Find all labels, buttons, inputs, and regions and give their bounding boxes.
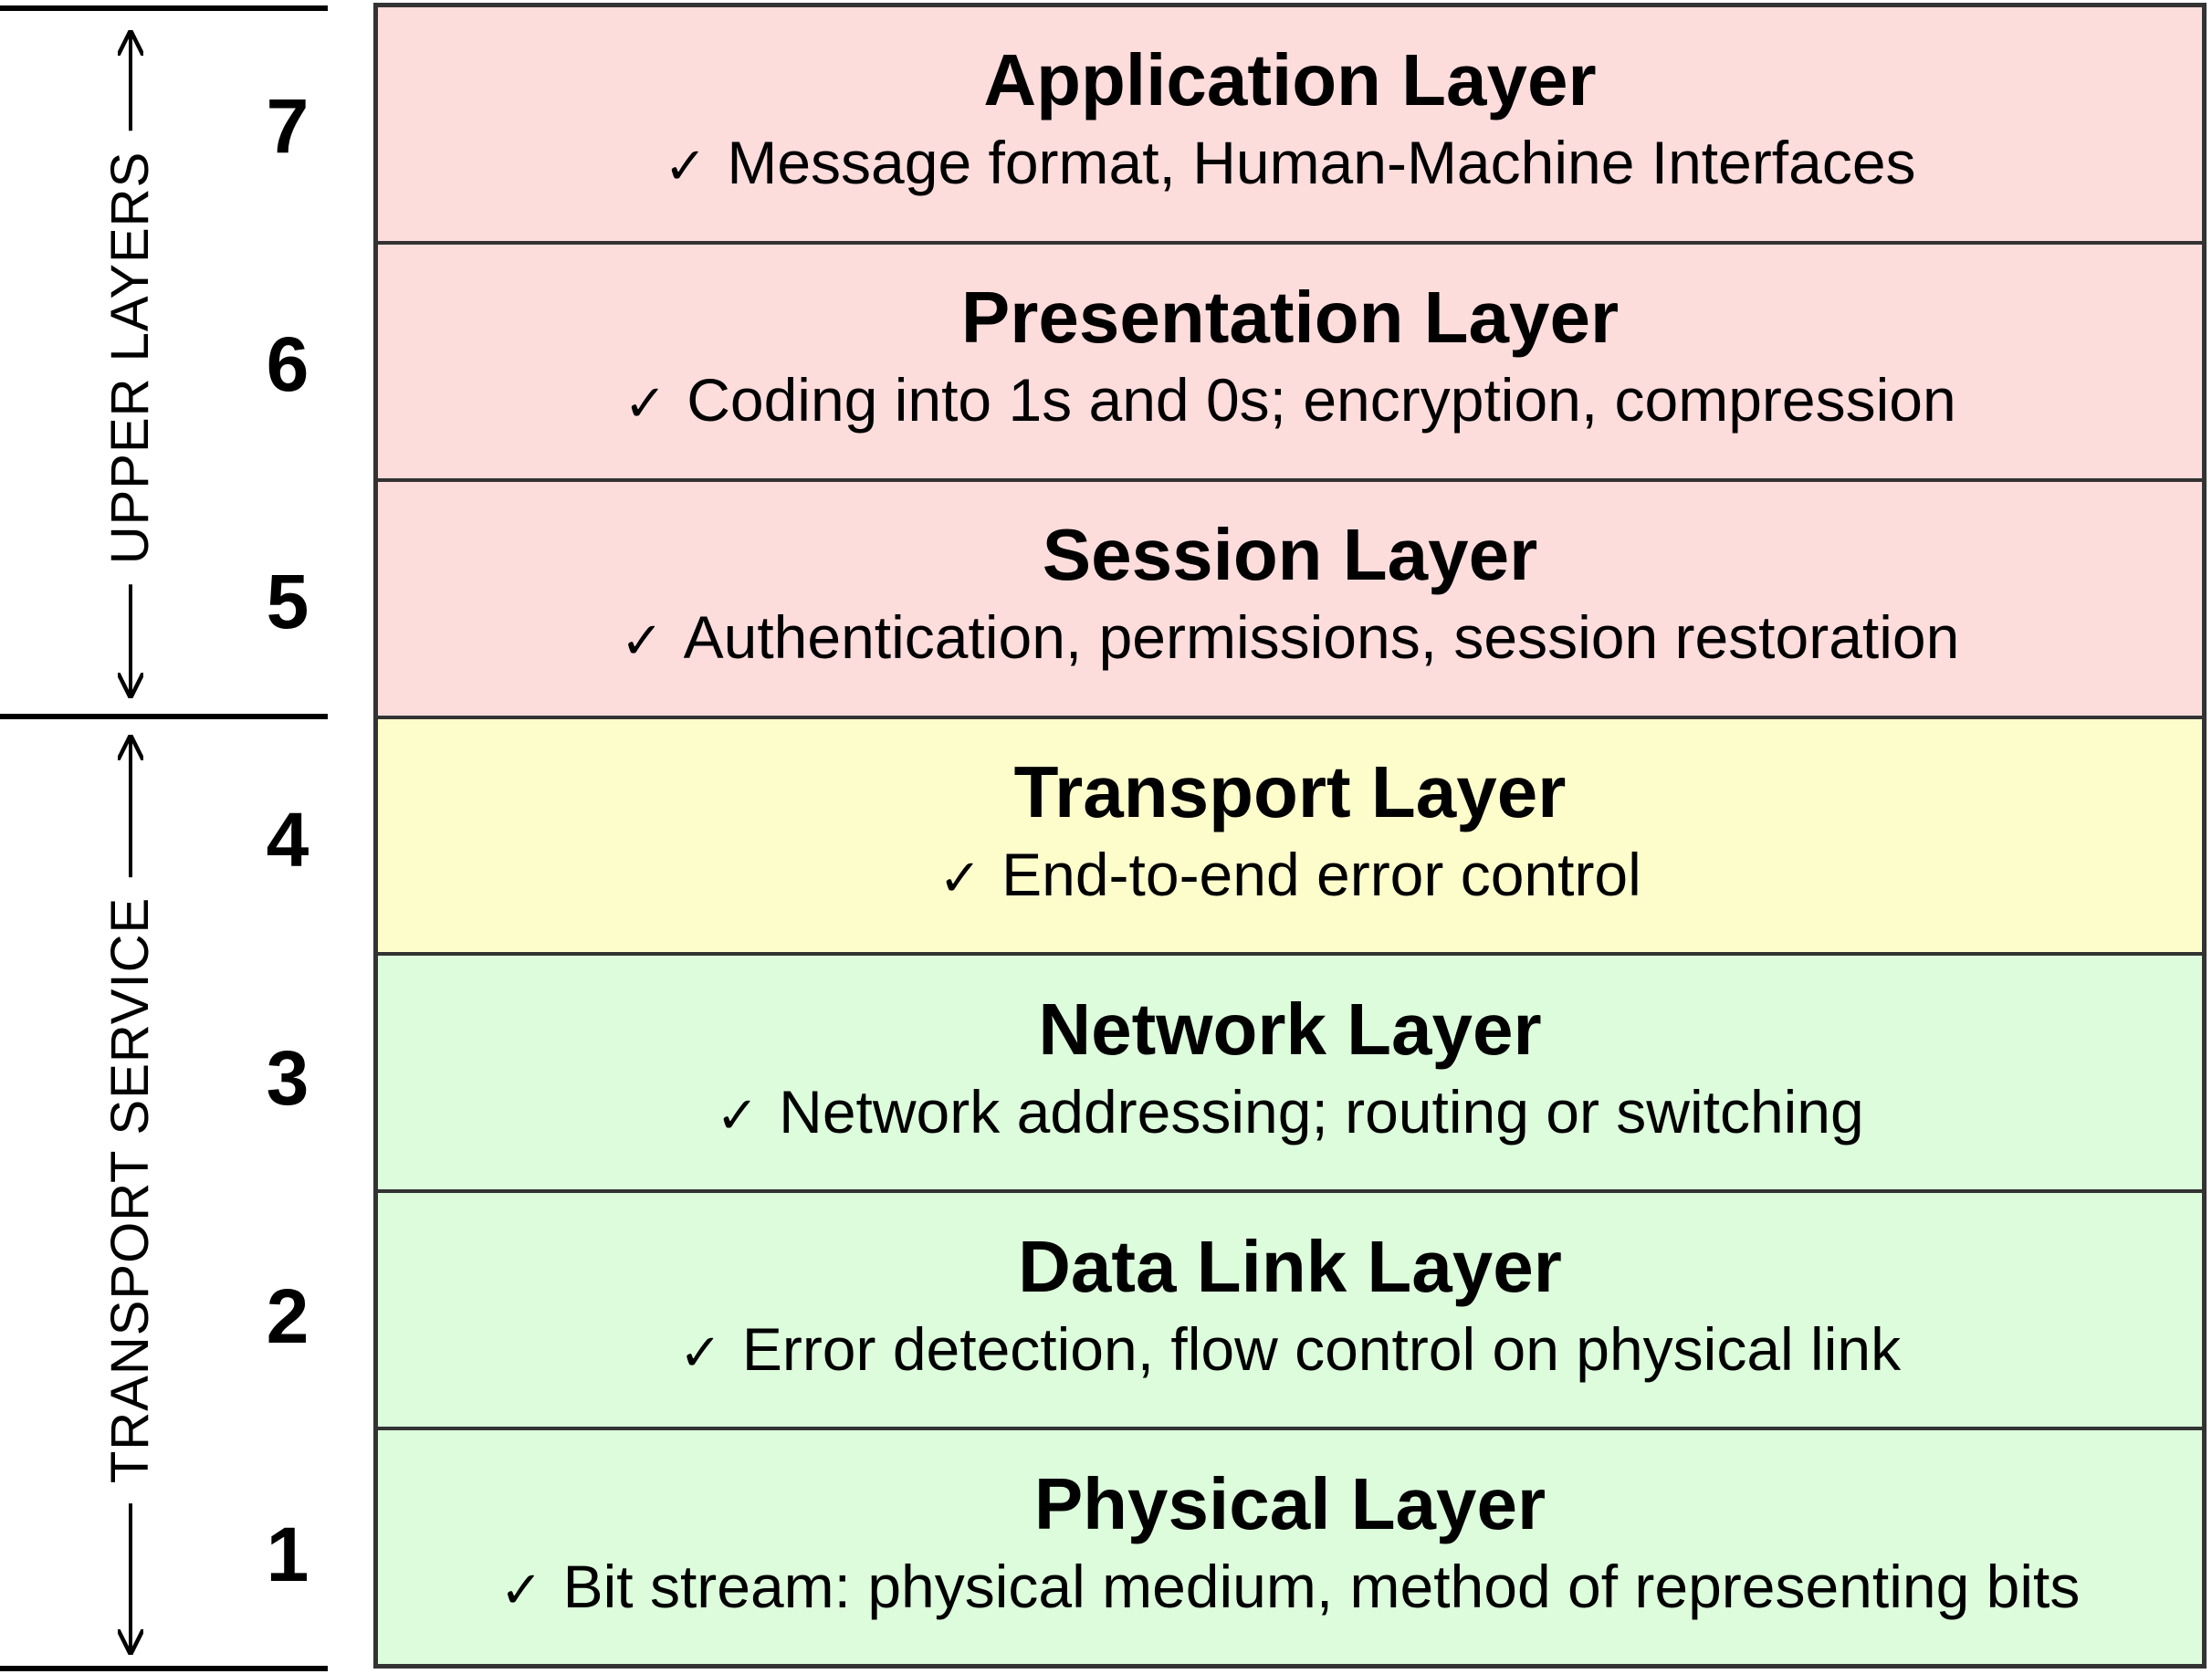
layer-description-row: ✓ Authentication, permissions, session re… [621,601,1960,678]
layer-title: Session Layer [1042,514,1538,596]
layer-title: Data Link Layer [1018,1225,1562,1307]
checkmark-icon: ✓ [624,374,667,434]
layer-box-data-link: Data Link Layer ✓ Error detection, flow c… [378,1193,2202,1431]
layer-number-4: 4 [266,797,309,883]
checkmark-icon: ✓ [678,1323,722,1383]
layer-title: Physical Layer [1033,1462,1546,1544]
layer-number-7: 7 [266,83,309,169]
layer-description-row: ✓ Bit stream: physical medium, method of … [500,1550,2081,1627]
layer-number-5: 5 [266,559,309,644]
layer-box-session: Session Layer ✓ Authentication, permissio… [378,481,2202,719]
layer-description: Message format, Human-Machine Interfaces [727,129,1916,197]
layer-description-row: ✓ Error detection, flow control on physic… [679,1313,1901,1390]
layer-box-presentation: Presentation Layer ✓ Coding into 1s and 0… [378,244,2202,482]
layer-title: Transport Layer [1013,751,1567,832]
layer-box-transport: Transport Layer ✓ End-to-end error contro… [378,718,2202,957]
layer-number-6: 6 [266,321,309,407]
layer-description-row: ✓ Coding into 1s and 0s; encryption, comp… [624,363,1955,441]
layer-description-row: ✓ Network addressing; routing or switchin… [716,1075,1863,1153]
checkmark-icon: ✓ [716,1085,760,1146]
transport-service-label: TRANSPORT SERVICE [100,876,160,1504]
layer-description: Bit stream: physical medium, method of r… [562,1552,2081,1620]
layer-number-1: 1 [266,1512,309,1597]
layer-box-network: Network Layer ✓ Network addressing; routi… [378,956,2202,1194]
layer-number-3: 3 [266,1035,309,1121]
checkmark-icon: ✓ [499,1560,543,1620]
upper-layers-label: UPPER LAYERS [100,131,160,585]
layer-description: Coding into 1s and 0s; encryption, compr… [687,366,1956,434]
layer-description: Authentication, permissions, session res… [683,603,1960,672]
layer-title: Presentation Layer [960,277,1620,359]
layer-title: Application Layer [983,39,1597,121]
layer-number-2: 2 [266,1273,309,1359]
checkmark-icon: ✓ [664,137,708,197]
checkmark-icon: ✓ [938,849,982,908]
checkmark-icon: ✓ [620,612,664,672]
layer-description-row: ✓ Message format, Human-Machine Interface… [664,126,1915,204]
layer-title: Network Layer [1038,988,1542,1070]
layer-box-physical: Physical Layer ✓ Bit stream: physical med… [378,1430,2202,1665]
layer-description: Error detection, flow control on physica… [741,1314,1902,1383]
layer-description-row: ✓ End-to-end error control [938,838,1641,915]
layer-box-application: Application Layer ✓ Message format, Human… [378,7,2202,245]
layer-stack: Application Layer ✓ Message format, Human… [373,3,2207,1669]
layer-description: Network addressing; routing or switching [779,1077,1864,1146]
layer-description: End-to-end error control [1001,841,1641,908]
